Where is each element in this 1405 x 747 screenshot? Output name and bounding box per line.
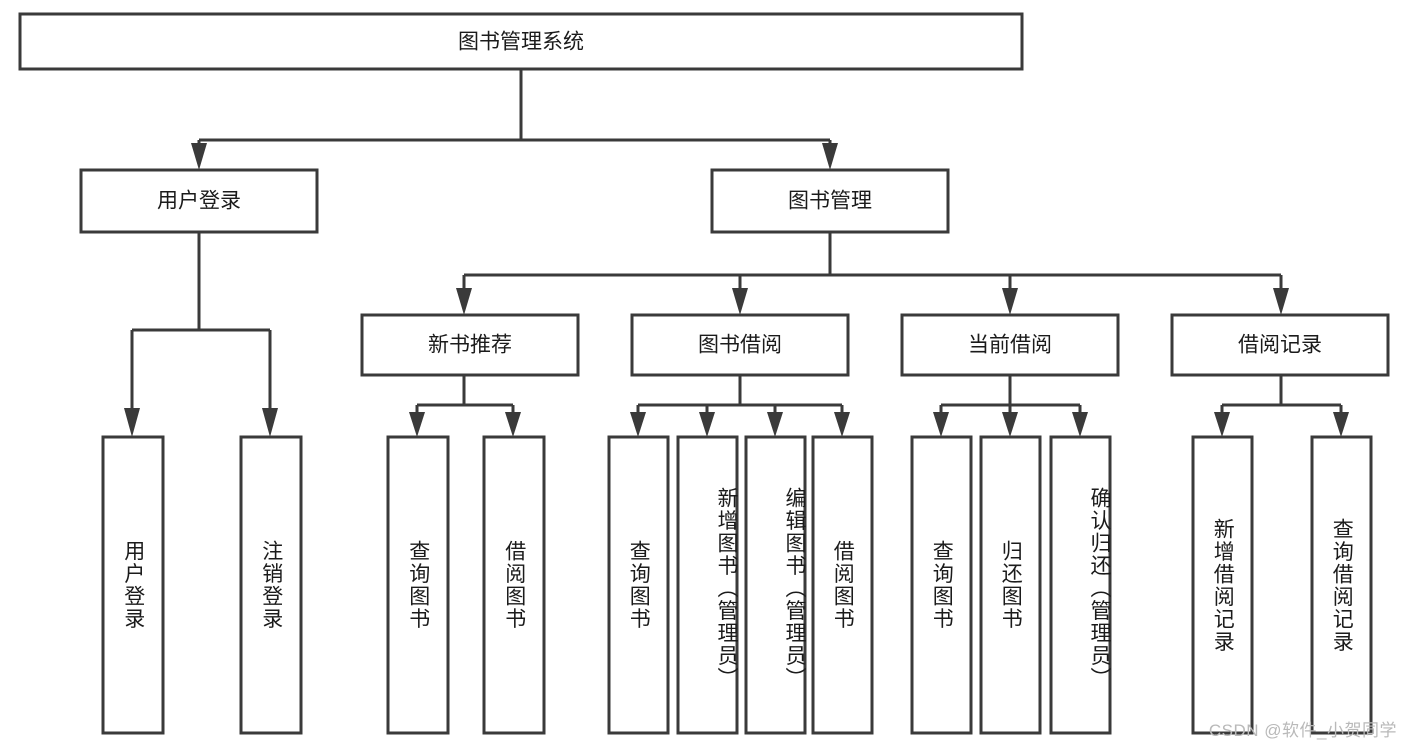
arrowhead-borrow-record xyxy=(1273,288,1289,315)
node-leaf-query-book-2-box[interactable] xyxy=(607,435,670,735)
connectors-book-borrow-to-leaves xyxy=(630,375,850,437)
connectors-user-login-to-leaves xyxy=(124,232,278,437)
node-book-management-box[interactable] xyxy=(710,168,950,234)
node-root[interactable]: 图书管理系统 xyxy=(18,12,1024,71)
node-leaf-user-logout-box[interactable] xyxy=(239,435,303,735)
node-leaf-borrow-book-2-box[interactable] xyxy=(811,435,874,735)
connectors-new-book-recommend-to-leaves xyxy=(409,375,521,437)
node-leaf-query-book-3-box[interactable] xyxy=(910,435,973,735)
node-leaf-add-record-box[interactable] xyxy=(1191,435,1254,735)
node-book-borrow-label: 图书借阅 xyxy=(698,334,782,357)
csdn-watermark: CSDN @软件_小贺同学 xyxy=(1208,721,1397,740)
arrowhead-leaf-query-book-2 xyxy=(630,412,646,437)
leaf-boxes xyxy=(101,435,1373,735)
node-current-borrow-box[interactable] xyxy=(900,313,1120,377)
arrowhead-leaf-add-book xyxy=(699,412,715,437)
connectors-root-to-level2 xyxy=(191,69,838,170)
node-leaf-edit-book-box[interactable] xyxy=(744,435,807,735)
connectors-current-borrow-to-leaves xyxy=(933,375,1088,437)
node-leaf-confirm-return-box[interactable] xyxy=(1049,435,1112,735)
arrowhead-leaf-query-book-3 xyxy=(933,412,949,437)
arrowhead-leaf-add-record xyxy=(1214,412,1230,437)
arrowhead-leaf-return-book xyxy=(1002,412,1018,437)
node-current-borrow[interactable]: 当前借阅 xyxy=(900,313,1120,377)
node-current-borrow-label: 当前借阅 xyxy=(968,334,1052,357)
arrowhead-leaf-query-book-1 xyxy=(409,412,425,437)
node-new-book-recommend-label: 新书推荐 xyxy=(428,334,512,357)
node-book-management[interactable]: 图书管理 xyxy=(710,168,950,234)
arrowhead-user-login xyxy=(191,143,207,170)
node-leaf-query-book-1-box[interactable] xyxy=(386,435,450,735)
connectors-book-management-to-level3 xyxy=(456,232,1289,315)
node-leaf-query-record-box[interactable] xyxy=(1310,435,1373,735)
node-leaf-add-book-box[interactable] xyxy=(676,435,739,735)
arrowhead-book-management xyxy=(822,143,838,170)
node-book-borrow-box[interactable] xyxy=(630,313,850,377)
arrowhead-leaf-edit-book xyxy=(767,412,783,437)
node-root-label: 图书管理系统 xyxy=(458,31,584,54)
node-book-borrow[interactable]: 图书借阅 xyxy=(630,313,850,377)
node-user-login[interactable]: 用户登录 xyxy=(79,168,319,234)
node-new-book-recommend-box[interactable] xyxy=(360,313,580,377)
node-user-login-box[interactable] xyxy=(79,168,319,234)
node-borrow-record-label: 借阅记录 xyxy=(1238,334,1322,357)
node-user-login-label: 用户登录 xyxy=(157,190,241,213)
node-root-box[interactable] xyxy=(18,12,1024,71)
node-book-management-label: 图书管理 xyxy=(788,190,872,213)
node-leaf-return-book-box[interactable] xyxy=(979,435,1042,735)
node-leaf-user-login-box[interactable] xyxy=(101,435,165,735)
node-borrow-record-box[interactable] xyxy=(1170,313,1390,377)
node-borrow-record[interactable]: 借阅记录 xyxy=(1170,313,1390,377)
arrowhead-new-book-recommend xyxy=(456,288,472,315)
arrowhead-leaf-user-login xyxy=(124,408,140,437)
arrowhead-leaf-confirm-return xyxy=(1072,412,1088,437)
arrowhead-book-borrow xyxy=(732,288,748,315)
connectors-borrow-record-to-leaves xyxy=(1214,375,1349,437)
arrowhead-leaf-borrow-book-2 xyxy=(834,412,850,437)
arrowhead-leaf-query-record xyxy=(1333,412,1349,437)
arrowhead-current-borrow xyxy=(1002,288,1018,315)
arrowhead-leaf-user-logout xyxy=(262,408,278,437)
arrowhead-leaf-borrow-book-1 xyxy=(505,412,521,437)
node-new-book-recommend[interactable]: 新书推荐 xyxy=(360,313,580,377)
node-leaf-borrow-book-1-box[interactable] xyxy=(482,435,546,735)
